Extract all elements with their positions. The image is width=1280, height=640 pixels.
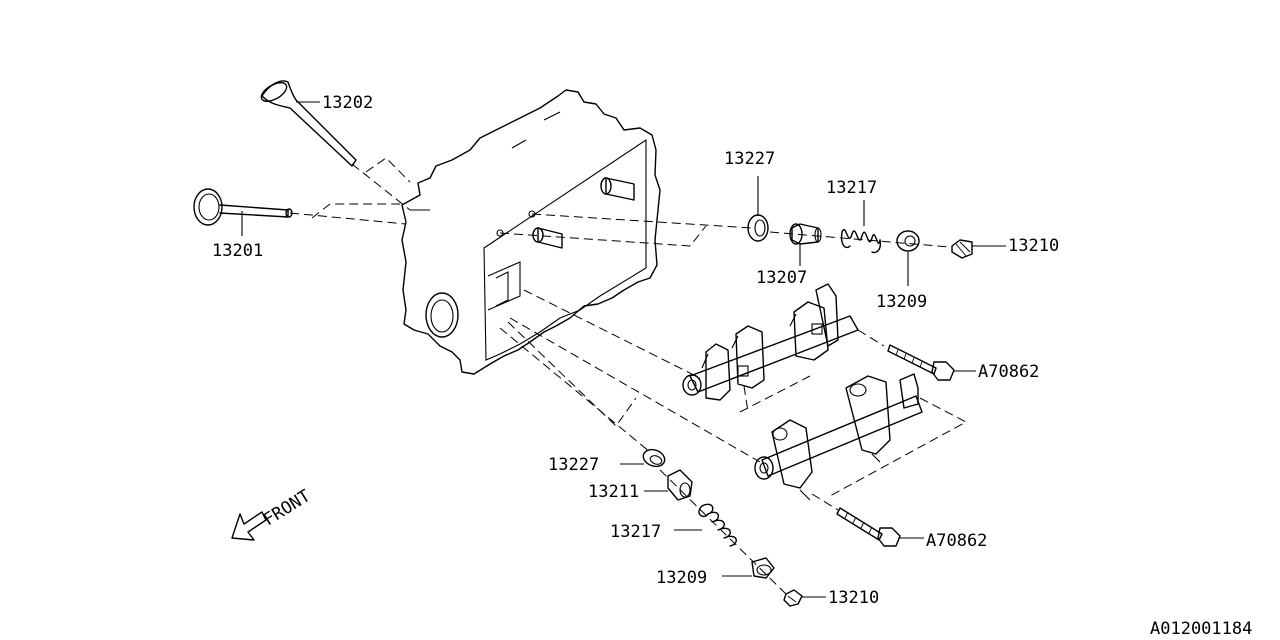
valve-spring-bottom (698, 503, 737, 547)
adjuster-nut-top (951, 239, 973, 259)
cylinder-head (401, 89, 661, 375)
bolt-upper (887, 344, 955, 381)
front-arrow-icon (231, 511, 267, 541)
label-washer-bottom: 13209 (656, 568, 707, 588)
label-exhaust-valve: 13202 (322, 93, 373, 113)
label-adjuster-nut-top: 13210 (1008, 236, 1059, 256)
leader-lines (241, 101, 1006, 598)
intake-valve (193, 188, 293, 226)
washer-bottom (751, 557, 775, 579)
label-seat-bottom: 13227 (548, 455, 599, 475)
rocker-shaft-upper (682, 283, 859, 401)
valve-seat-top (747, 214, 769, 242)
label-retainer-bottom: 13211 (588, 482, 639, 502)
valve-spring-top (840, 229, 882, 254)
adjuster-nut-bottom (783, 589, 803, 607)
washer-top (896, 230, 920, 252)
label-bolt-lower: A70862 (926, 531, 987, 551)
retainer-top (789, 223, 822, 245)
front-label: FRONT (260, 486, 314, 530)
assembly-lines (289, 157, 968, 597)
label-retainer-top: 13207 (756, 268, 807, 288)
label-adjuster-nut-bottom: 13210 (828, 588, 879, 608)
label-seat-top: 13227 (724, 149, 775, 169)
bolt-lower (836, 507, 901, 547)
label-bolt-upper: A70862 (978, 362, 1039, 382)
rocker-shaft-lower (754, 373, 923, 501)
diagram-code: A012001184 (1150, 619, 1252, 639)
retainer-bottom (667, 469, 693, 501)
label-intake-valve: 13201 (212, 241, 263, 261)
valve-seat-bottom (642, 448, 666, 468)
label-spring-top: 13217 (826, 178, 877, 198)
label-spring-bottom: 13217 (610, 522, 661, 542)
label-washer-top: 13209 (876, 292, 927, 312)
exhaust-valve (260, 80, 357, 167)
